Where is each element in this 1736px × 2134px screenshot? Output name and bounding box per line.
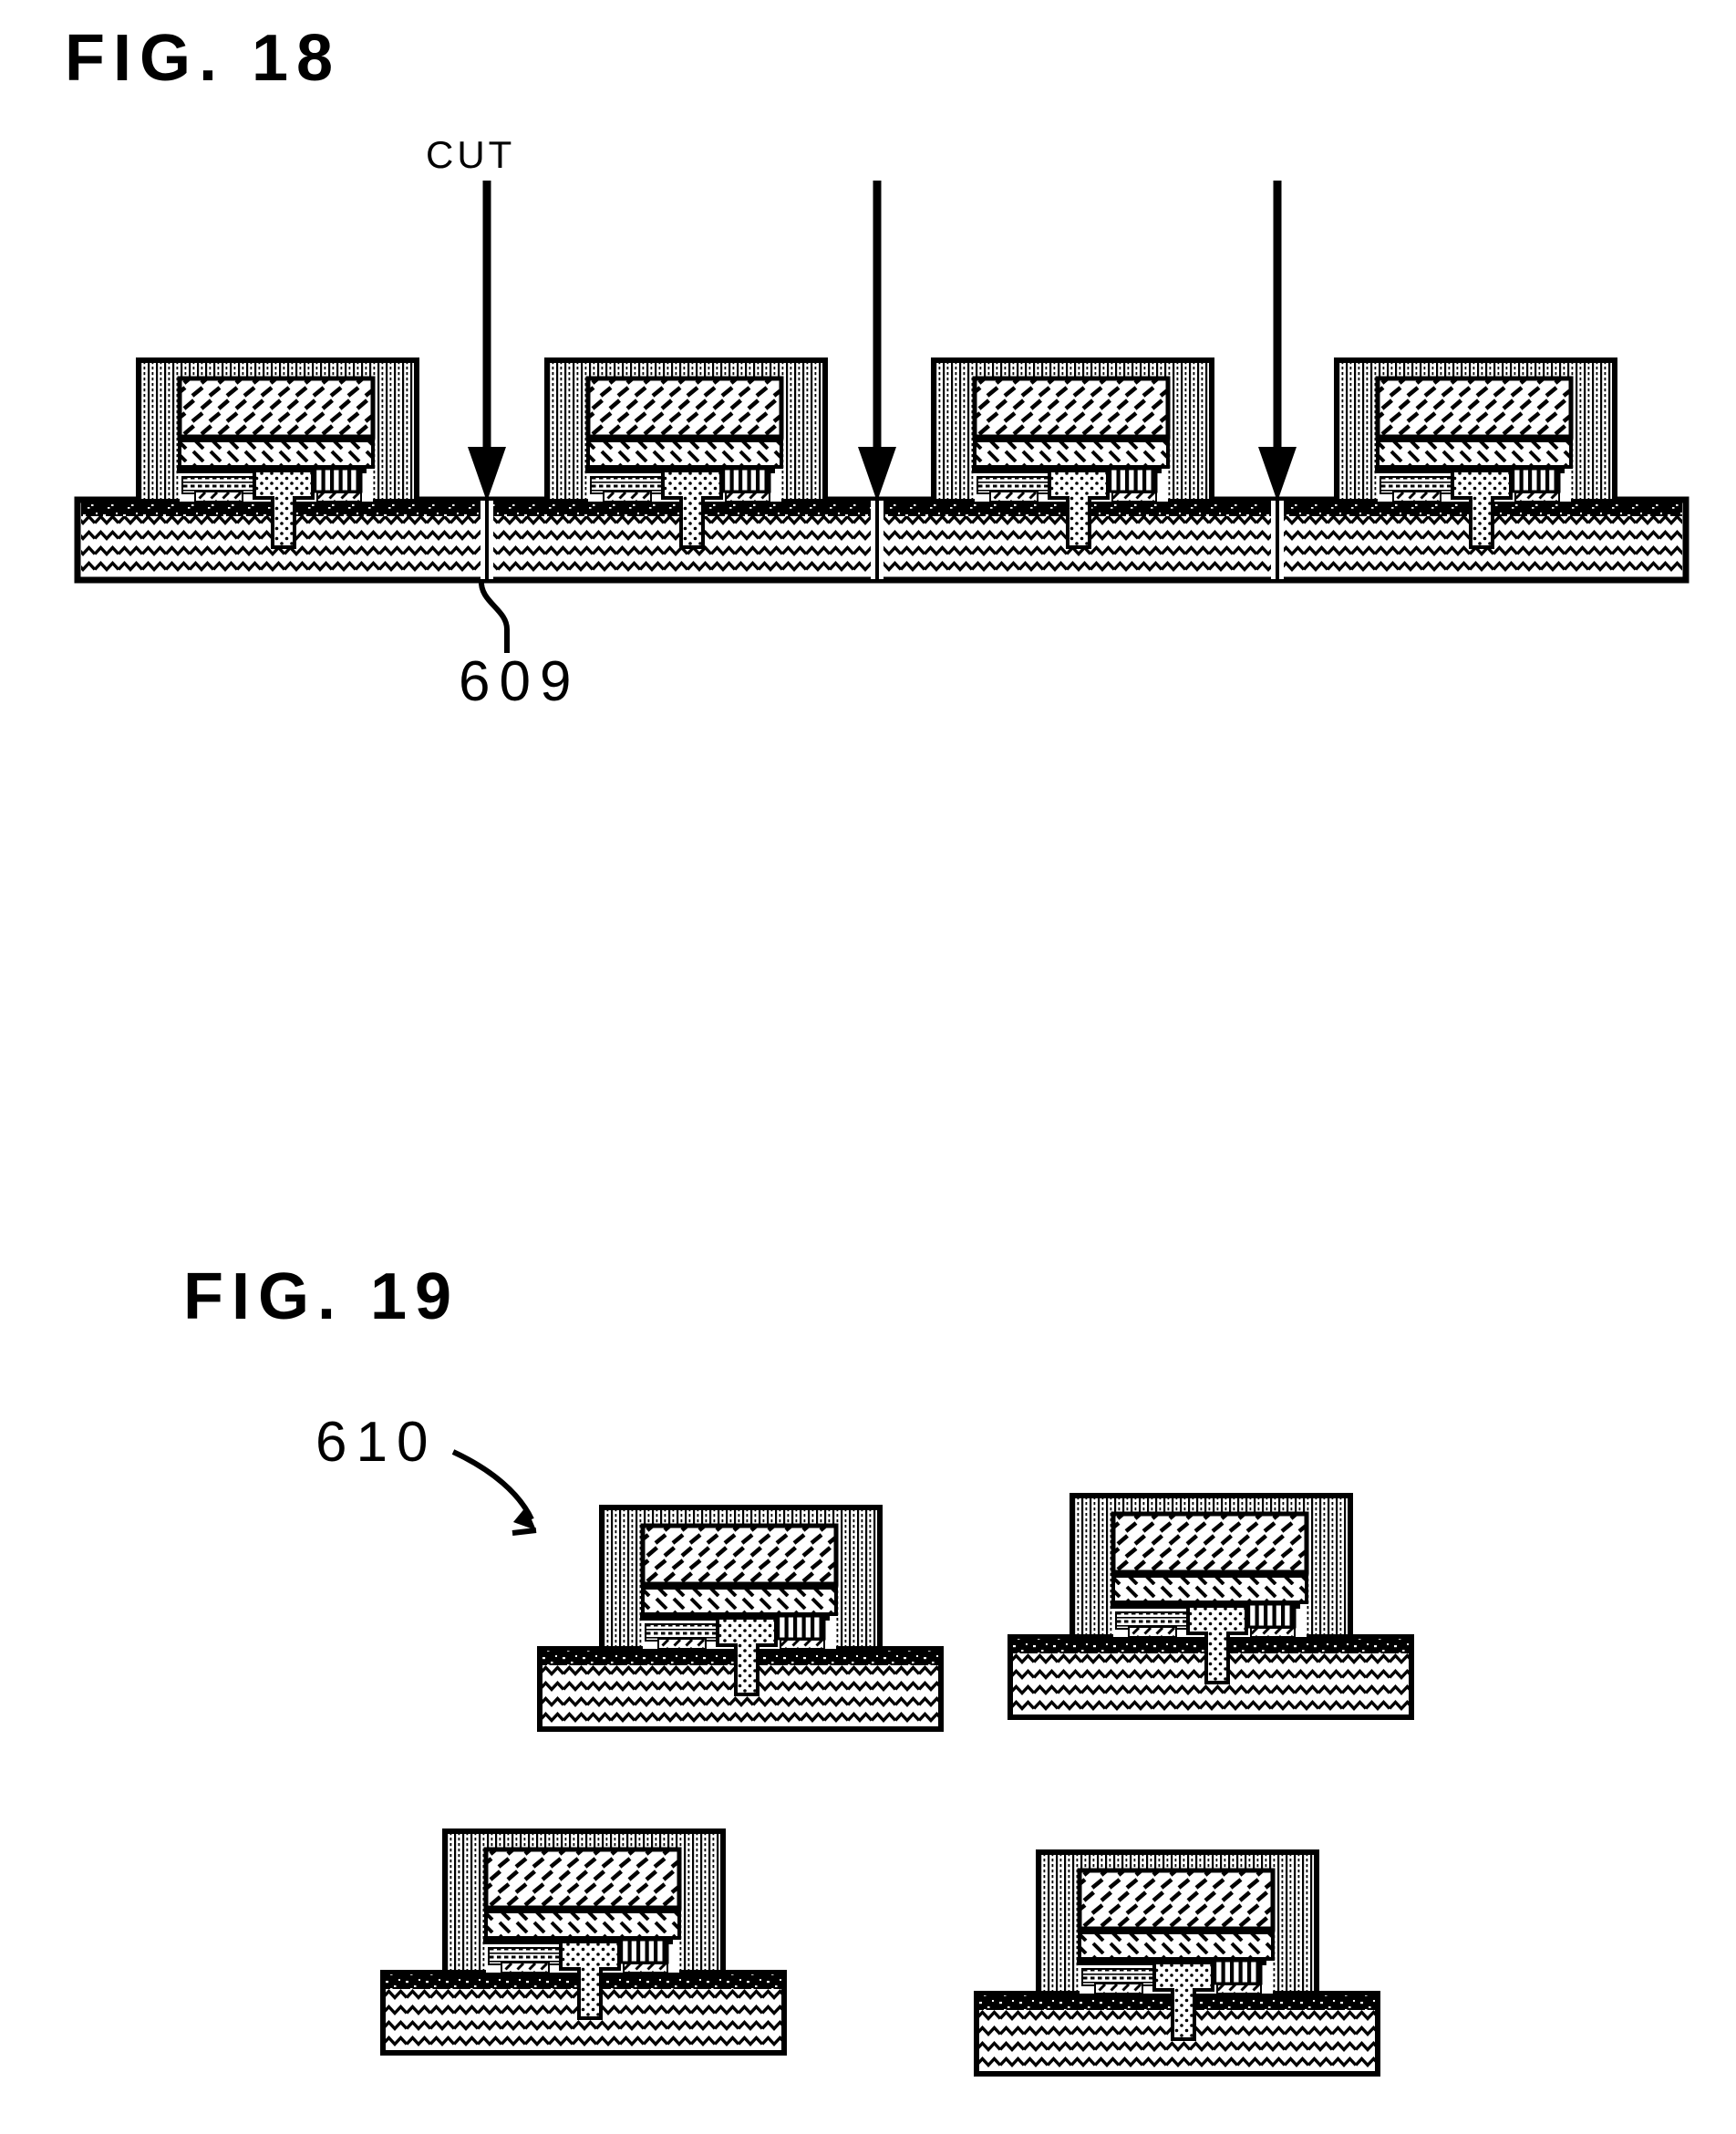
cut-label: CUT	[426, 133, 515, 176]
fig18-title: FIG. 18	[65, 22, 341, 95]
figure-18: FIG. 18 CUT 609	[65, 22, 1690, 713]
cut-arrow	[468, 181, 506, 502]
substrate-label-609: 609	[459, 650, 580, 713]
cut-arrow	[1258, 181, 1297, 502]
cut-kerf-line	[871, 501, 884, 581]
figure-19: FIG. 19 610	[183, 1260, 1411, 2074]
fig19-title: FIG. 19	[183, 1260, 460, 1333]
fig19-units	[383, 1496, 1411, 2074]
singulated-device-unit	[540, 1507, 941, 1729]
singulated-device-unit	[1010, 1496, 1411, 1717]
singulated-device-unit	[976, 1852, 1378, 2074]
label-610-leader	[451, 1449, 537, 1536]
cut-arrow	[858, 181, 896, 502]
unit-label-610: 610	[315, 1411, 437, 1474]
cut-kerf-line	[480, 501, 493, 581]
singulated-device-unit	[383, 1831, 784, 2053]
cut-kerf-line	[1271, 501, 1284, 581]
label-609-leader	[478, 579, 510, 653]
